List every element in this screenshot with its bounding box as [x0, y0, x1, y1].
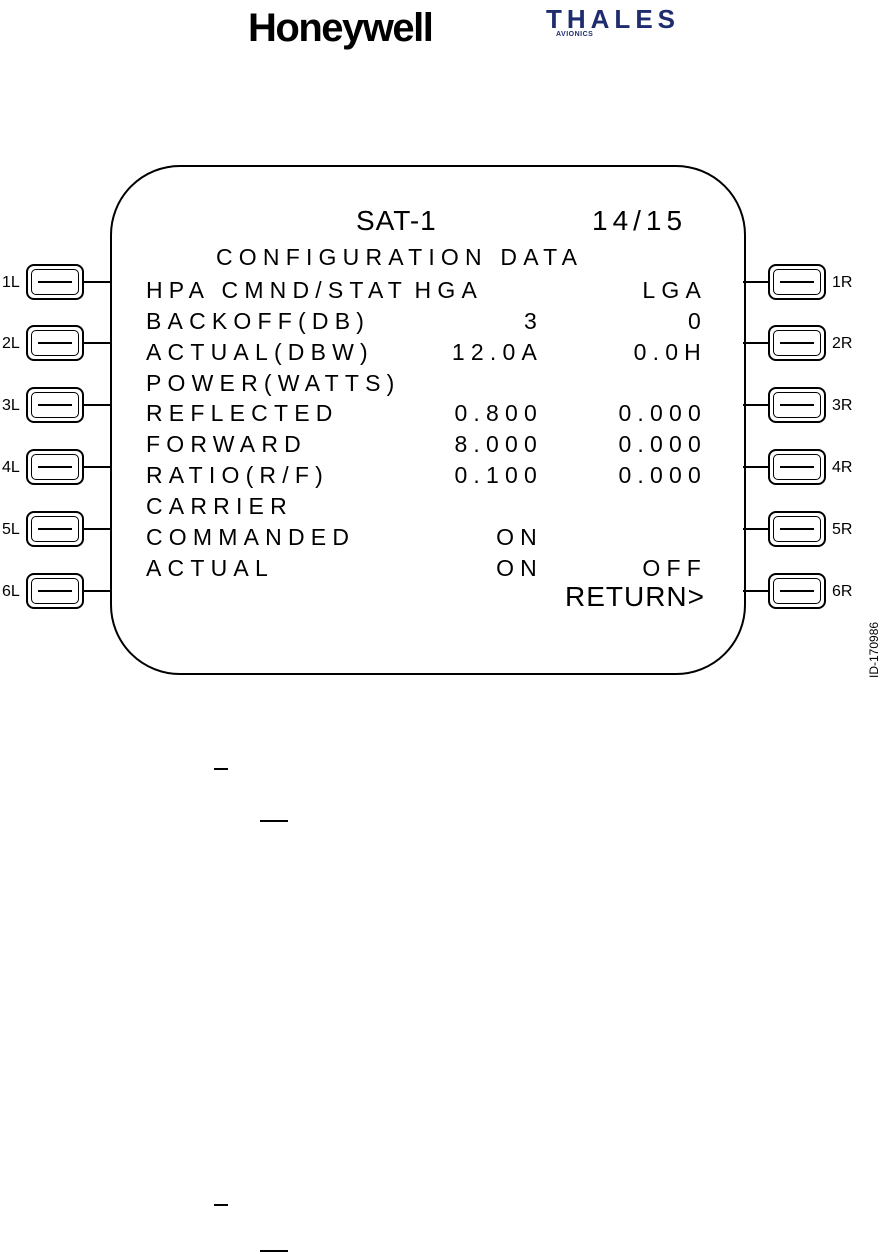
- honeywell-logo: Honeywell: [248, 6, 432, 51]
- lsk-lead-line: [84, 404, 110, 406]
- lsk-1r[interactable]: [768, 264, 826, 300]
- lsk-1l[interactable]: [26, 264, 84, 300]
- row-label: COMMANDED: [146, 524, 355, 550]
- lsk-2r[interactable]: [768, 325, 826, 361]
- row-col1: 0.800: [454, 400, 543, 426]
- lsk-4l[interactable]: [26, 449, 84, 485]
- lsk-4r[interactable]: [768, 449, 826, 485]
- lsk-label: 2R: [832, 335, 852, 353]
- row-label: FORWARD: [146, 431, 307, 457]
- lsk-label: 4L: [2, 459, 20, 477]
- document-mark: [260, 1250, 288, 1252]
- lsk-label: 6R: [832, 583, 852, 601]
- row-col1: 12.0A: [452, 339, 543, 365]
- lsk-3r[interactable]: [768, 387, 826, 423]
- row-col1: 8.000: [454, 431, 543, 457]
- lsk-label: 1R: [832, 274, 852, 292]
- lsk-lead-line: [743, 528, 769, 530]
- page-subtitle: CONFIGURATION DATA: [216, 244, 583, 270]
- lsk-label: 3R: [832, 397, 852, 415]
- lsk-label: 2L: [2, 335, 20, 353]
- lsk-6l[interactable]: [26, 573, 84, 609]
- lsk-lead-line: [743, 466, 769, 468]
- lsk-lead-line: [84, 590, 110, 592]
- lsk-label: 3L: [2, 397, 20, 415]
- lsk-lead-line: [743, 404, 769, 406]
- lsk-lead-line: [743, 590, 769, 592]
- row-label: BACKOFF(DB): [146, 308, 370, 334]
- lsk-3l[interactable]: [26, 387, 84, 423]
- row-label: POWER(WATTS): [146, 370, 401, 396]
- row-col2: 0: [688, 308, 707, 334]
- document-mark: [214, 1204, 228, 1206]
- row-col2: 0.0H: [634, 339, 707, 365]
- row-col2: OFF: [642, 555, 707, 581]
- document-mark: [260, 820, 288, 822]
- row-label: ACTUAL: [146, 555, 274, 581]
- return-prompt[interactable]: RETURN>: [565, 584, 705, 610]
- lsk-lead-line: [743, 342, 769, 344]
- lsk-lead-line: [84, 466, 110, 468]
- row-col2: 0.000: [618, 431, 707, 457]
- page-number: 14/15: [592, 208, 687, 234]
- lsk-label: 6L: [2, 583, 20, 601]
- lsk-lead-line: [84, 342, 110, 344]
- lsk-2l[interactable]: [26, 325, 84, 361]
- row-col1: ON: [496, 524, 543, 550]
- row-col1: 3: [524, 308, 543, 334]
- lsk-5r[interactable]: [768, 511, 826, 547]
- figure-id: ID-170986: [867, 622, 881, 678]
- row-label: HPA CMND/STAT: [146, 277, 408, 303]
- row-label: ACTUAL(DBW): [146, 339, 374, 365]
- row-col2: LGA: [642, 277, 707, 303]
- row-col2: 0.000: [618, 462, 707, 488]
- avionics-logo-text: AVIONICS: [556, 31, 593, 38]
- lsk-label: 5L: [2, 521, 20, 539]
- lsk-lead-line: [84, 528, 110, 530]
- lsk-5l[interactable]: [26, 511, 84, 547]
- lsk-label: 4R: [832, 459, 852, 477]
- row-label: RATIO(R/F): [146, 462, 329, 488]
- lsk-label: 5R: [832, 521, 852, 539]
- row-col1: ON: [496, 555, 543, 581]
- row-label: CARRIER: [146, 493, 293, 519]
- row-col1: HGA: [415, 277, 483, 303]
- row-label: REFLECTED: [146, 400, 339, 426]
- row-col2: 0.000: [618, 400, 707, 426]
- lsk-lead-line: [743, 281, 769, 283]
- lsk-6r[interactable]: [768, 573, 826, 609]
- lsk-lead-line: [84, 281, 110, 283]
- document-mark: [214, 768, 228, 770]
- page-title: SAT-1: [356, 208, 437, 234]
- row-col1: 0.100: [454, 462, 543, 488]
- lsk-label: 1L: [2, 274, 20, 292]
